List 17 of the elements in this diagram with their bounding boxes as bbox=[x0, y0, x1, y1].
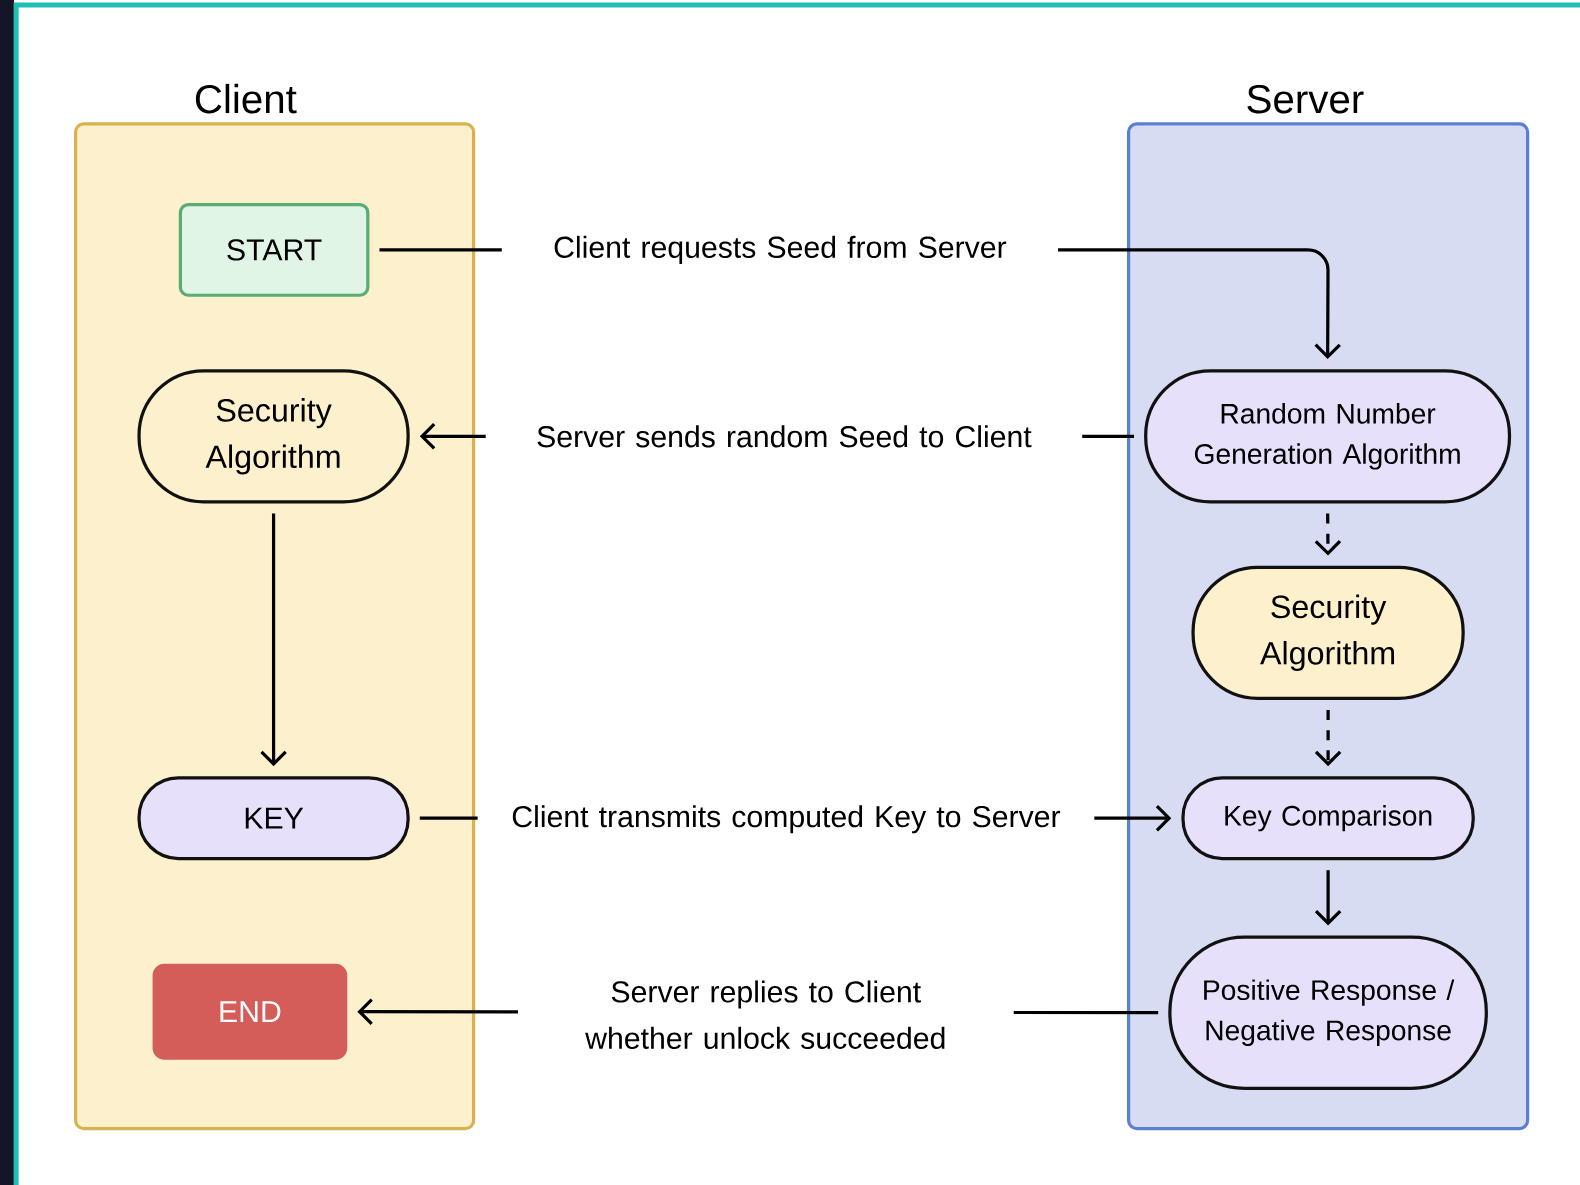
end-box: END bbox=[152, 963, 348, 1060]
dashed-arrow bbox=[1314, 710, 1342, 767]
edge-label: Server sends random Seed to Client bbox=[485, 421, 1083, 452]
process-pill: Security Algorithm bbox=[1191, 565, 1465, 700]
process-pill: Security Algorithm bbox=[137, 369, 410, 504]
lane-title: Client bbox=[195, 83, 297, 114]
arrow bbox=[260, 513, 287, 767]
process-pill: Key Comparison bbox=[1181, 776, 1475, 861]
process-pill: Positive Response / Negative Response bbox=[1168, 935, 1488, 1090]
arrow bbox=[1314, 870, 1342, 926]
edge-label: Client requests Seed from Server bbox=[501, 231, 1059, 268]
process-pill: KEY bbox=[137, 776, 410, 861]
edge-label: Server replies to Client whether unlock succeeded bbox=[517, 976, 1014, 1053]
start-box: START bbox=[178, 202, 370, 297]
process-pill: Random Number Generation Algorithm bbox=[1144, 369, 1512, 504]
lane-title: Server bbox=[1247, 84, 1364, 114]
edge-label: Client transmits computed Key to Server bbox=[477, 801, 1095, 838]
